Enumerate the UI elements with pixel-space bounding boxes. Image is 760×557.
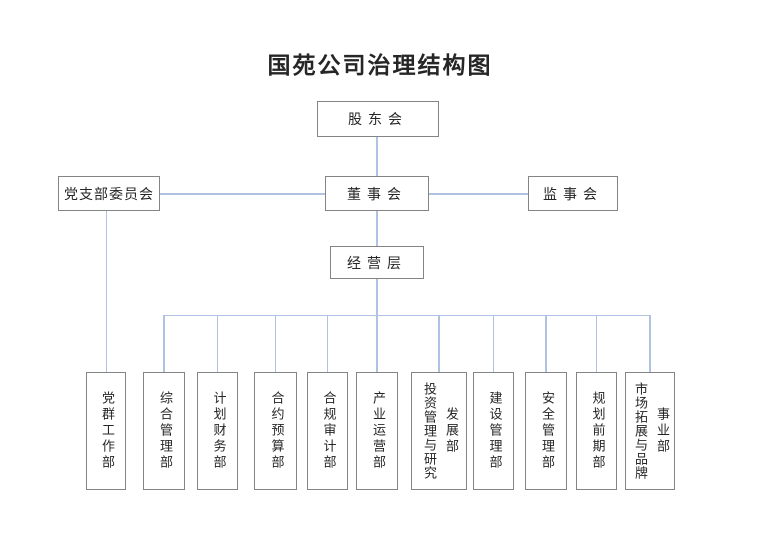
node-party-branch-committee: 党支部委员会 — [58, 176, 160, 211]
dept-box-construction-management: 建设管理部 — [473, 372, 514, 490]
dept-box-safety-management: 安全管理部 — [525, 372, 567, 490]
connector-drop-contract-budget — [274, 315, 277, 372]
connector-party-board — [160, 193, 325, 195]
connector-board-supervisory — [429, 193, 528, 195]
dept-label: 党群工作部 — [99, 391, 114, 471]
dept-box-contract-budget: 合约预算部 — [254, 372, 297, 490]
dept-box-planning-preliminary: 规划前期部 — [576, 372, 617, 490]
connector-distribution-line — [163, 314, 651, 316]
connector-drop-safety — [545, 315, 547, 372]
dept-label: 产业运营部 — [370, 391, 385, 471]
dept-box-industry-operations: 产业运营部 — [356, 372, 398, 490]
connector-drop-market-brand — [649, 315, 651, 372]
node-shareholders-meeting: 股东会 — [317, 101, 439, 137]
page-title: 国苑公司治理结构图 — [267, 52, 493, 79]
connector-drop-planning-finance — [216, 315, 219, 372]
dept-label: 合约预算部 — [268, 391, 284, 471]
dept-box-general-management: 综合管理部 — [143, 372, 185, 490]
dept-label: 计划财务部 — [210, 391, 226, 471]
dept-box-party-masses-work: 党群工作部 — [86, 372, 126, 490]
dept-label: 建设管理部 — [486, 391, 502, 471]
connector-drop-general-management — [163, 315, 165, 372]
connector-management-trunk — [376, 279, 378, 372]
node-board-of-directors: 董事会 — [325, 176, 429, 211]
dept-label: 合规审计部 — [320, 391, 336, 471]
dept-label: 投资管理与研究 — [421, 382, 436, 480]
connector-drop-construction — [492, 315, 495, 372]
dept-label: 事业部 — [654, 407, 669, 455]
node-management-level: 经营层 — [330, 246, 424, 279]
dept-box-investment-research-development: 投资管理与研究 发展部 — [411, 372, 467, 490]
connector-drop-investment-rd — [438, 315, 440, 372]
connector-party-to-dept — [105, 211, 108, 372]
dept-label: 安全管理部 — [539, 391, 554, 471]
dept-label: 发展部 — [443, 407, 458, 455]
connector-board-management — [376, 211, 378, 246]
connector-shareholders-board — [376, 137, 378, 176]
dept-label: 规划前期部 — [589, 391, 605, 471]
dept-box-market-expansion-brand-division: 市场拓展与品牌 事业部 — [625, 372, 675, 490]
dept-label: 综合管理部 — [157, 391, 172, 471]
dept-box-compliance-audit: 合规审计部 — [307, 372, 348, 490]
dept-label: 市场拓展与品牌 — [632, 382, 647, 480]
connector-drop-planning-preliminary — [595, 315, 598, 372]
node-supervisory-board: 监事会 — [528, 176, 618, 211]
dept-box-planning-finance: 计划财务部 — [197, 372, 238, 490]
connector-drop-compliance-audit — [326, 315, 329, 372]
